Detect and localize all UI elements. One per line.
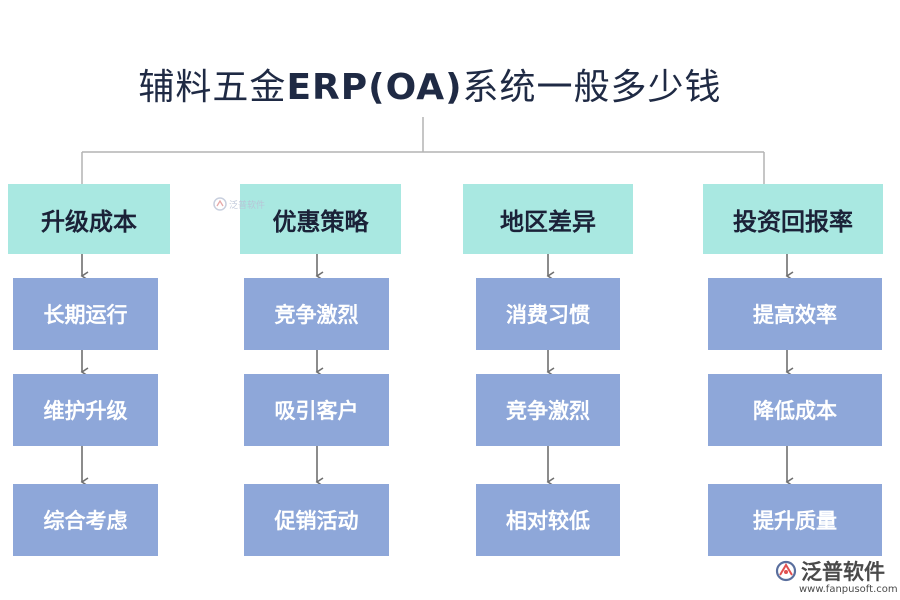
brand-logo: 泛普软件 www.fanpusoft.com <box>775 556 898 595</box>
item-c1-1: 长期运行 <box>13 278 158 350</box>
title-part-1: 辅料五金 <box>138 67 287 108</box>
item-c3-3: 相对较低 <box>476 484 620 556</box>
item-c3-1: 消费习惯 <box>476 278 620 350</box>
item-c1-2: 维护升级 <box>13 374 158 446</box>
item-c3-2: 竞争激烈 <box>476 374 620 446</box>
item-c4-3: 提升质量 <box>708 484 882 556</box>
diagram-title: 辅料五金ERP(OA)系统一般多少钱 <box>0 58 860 110</box>
watermark-small: 泛普软件 <box>213 197 265 211</box>
title-part-2: ERP(OA) <box>286 67 463 108</box>
heading-discount-strategy: 优惠策略 <box>240 184 401 254</box>
logo-url-text: www.fanpusoft.com <box>799 584 898 595</box>
watermark-logo-icon <box>213 197 227 211</box>
item-c2-2: 吸引客户 <box>244 374 389 446</box>
item-c4-2: 降低成本 <box>708 374 882 446</box>
item-c2-1: 竞争激烈 <box>244 278 389 350</box>
heading-roi: 投资回报率 <box>703 184 883 254</box>
watermark-small-brand: 泛普软件 <box>229 200 266 211</box>
item-c1-3: 综合考虑 <box>13 484 158 556</box>
item-c4-1: 提高效率 <box>708 278 882 350</box>
heading-regional-difference: 地区差异 <box>463 184 633 254</box>
heading-upgrade-cost: 升级成本 <box>8 184 170 254</box>
item-c2-3: 促销活动 <box>244 484 389 556</box>
title-part-3: 系统一般多少钱 <box>462 67 722 108</box>
fanpu-logo-icon <box>775 560 797 582</box>
logo-brand-text: 泛普软件 <box>801 560 885 584</box>
